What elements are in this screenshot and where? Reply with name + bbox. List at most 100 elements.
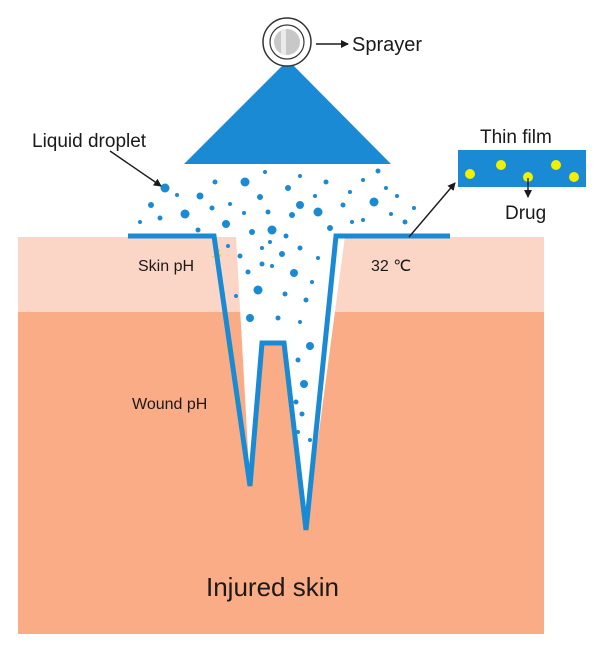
spray-droplet [242, 211, 246, 215]
spray-droplet [237, 253, 243, 259]
spray-droplet [306, 342, 314, 350]
spray-droplet [412, 206, 416, 210]
wound-cavity [170, 185, 380, 530]
spray-droplet [228, 202, 232, 206]
temperature-label: 32 ℃ [371, 258, 411, 275]
spray-droplet [279, 251, 285, 257]
spray-droplet [297, 245, 303, 251]
spray-droplet [180, 209, 190, 219]
droplet-pointer-arrow [109, 150, 162, 187]
edge-particle [258, 414, 261, 417]
edge-particle [219, 254, 222, 256]
edge-particle [218, 249, 221, 252]
spray-droplet [234, 294, 238, 298]
spray-droplet [226, 244, 230, 248]
spray-droplet [257, 194, 263, 200]
edge-particle [258, 421, 261, 423]
spray-droplet [313, 194, 317, 198]
spray-droplet [267, 225, 277, 235]
drug-particle [496, 160, 506, 170]
spray-droplet [196, 192, 204, 200]
spray-droplets [138, 168, 416, 442]
spray-droplet [282, 291, 288, 297]
thin-film-lining [128, 233, 450, 531]
drug-particle [523, 172, 533, 182]
edge-particle [261, 372, 264, 375]
film-pointer-arrow [408, 182, 456, 238]
spray-droplet [290, 269, 298, 277]
spray-droplet [260, 246, 264, 250]
spray-droplet [296, 430, 300, 434]
edge-particle [309, 528, 311, 531]
sprayer-label: Sprayer [352, 34, 422, 56]
drug-particle [569, 172, 579, 182]
spray-droplet [249, 229, 255, 235]
edge-particle [226, 345, 228, 348]
spray-droplet [327, 225, 333, 231]
spray-droplet [263, 170, 267, 174]
spray-droplet [316, 256, 320, 260]
spray-droplet [209, 205, 215, 211]
spray-droplet [195, 227, 201, 233]
spray-droplet [389, 212, 393, 216]
spray-droplet [303, 297, 309, 303]
spray-droplet [253, 285, 263, 295]
spray-droplet [138, 220, 142, 224]
spray-droplet [298, 320, 302, 324]
spray-droplet [369, 197, 379, 207]
spray-droplet [350, 220, 354, 224]
edge-particle [233, 399, 236, 402]
drug-particle [551, 160, 561, 170]
spray-droplet [384, 186, 388, 190]
spray-droplet [270, 264, 274, 268]
injured-skin-label: Injured skin [206, 572, 339, 602]
spray-droplet [246, 314, 254, 322]
spray-droplet [268, 240, 272, 244]
edge-particle [257, 425, 260, 428]
spray-droplet [240, 177, 250, 187]
skin-ph-label: Skin pH [138, 258, 194, 275]
spray-droplet [308, 438, 312, 442]
spray-droplet [160, 183, 170, 193]
edge-particle [257, 422, 260, 425]
spray-droplet [298, 174, 302, 178]
edge-particle [253, 468, 256, 471]
spray-droplet [340, 202, 346, 208]
sprayer-icon [262, 17, 312, 67]
spray-droplet [148, 202, 154, 208]
spray-droplet [157, 215, 163, 221]
spray-droplet [265, 209, 271, 215]
spray-droplet [402, 219, 408, 225]
spray-droplet [283, 233, 289, 239]
spray-droplet [395, 194, 399, 198]
spray-droplet [361, 218, 365, 222]
spray-droplet [259, 261, 265, 267]
spray-droplet [310, 280, 314, 284]
spray-droplet [300, 380, 308, 388]
edge-particle [293, 452, 295, 455]
lower-skin-layer [18, 312, 544, 634]
spray-droplet [175, 193, 179, 197]
edge-particle [282, 374, 285, 377]
drug-label: Drug [505, 203, 546, 224]
thin-film-inset [458, 150, 586, 198]
spray-droplet [323, 179, 329, 185]
thin-film-strip [458, 150, 586, 187]
liquid-droplet-label: Liquid droplet [32, 131, 147, 152]
spray-droplet [361, 178, 365, 182]
spray-droplet [299, 411, 305, 417]
wound-ph-label: Wound pH [132, 396, 207, 413]
spray-droplet [296, 201, 304, 209]
edge-particle [227, 353, 229, 356]
spray-droplet [293, 399, 299, 405]
thin-film-label: Thin film [480, 127, 552, 148]
spray-droplet [375, 168, 381, 174]
drug-particle [465, 169, 475, 179]
spray-droplet [289, 212, 295, 218]
spray-droplet [295, 357, 301, 363]
edge-particle [239, 399, 242, 401]
spray-droplet [348, 190, 352, 194]
spray-droplet [275, 315, 281, 321]
spray-droplet [222, 220, 230, 228]
spray-nozzle-cone [184, 60, 391, 164]
